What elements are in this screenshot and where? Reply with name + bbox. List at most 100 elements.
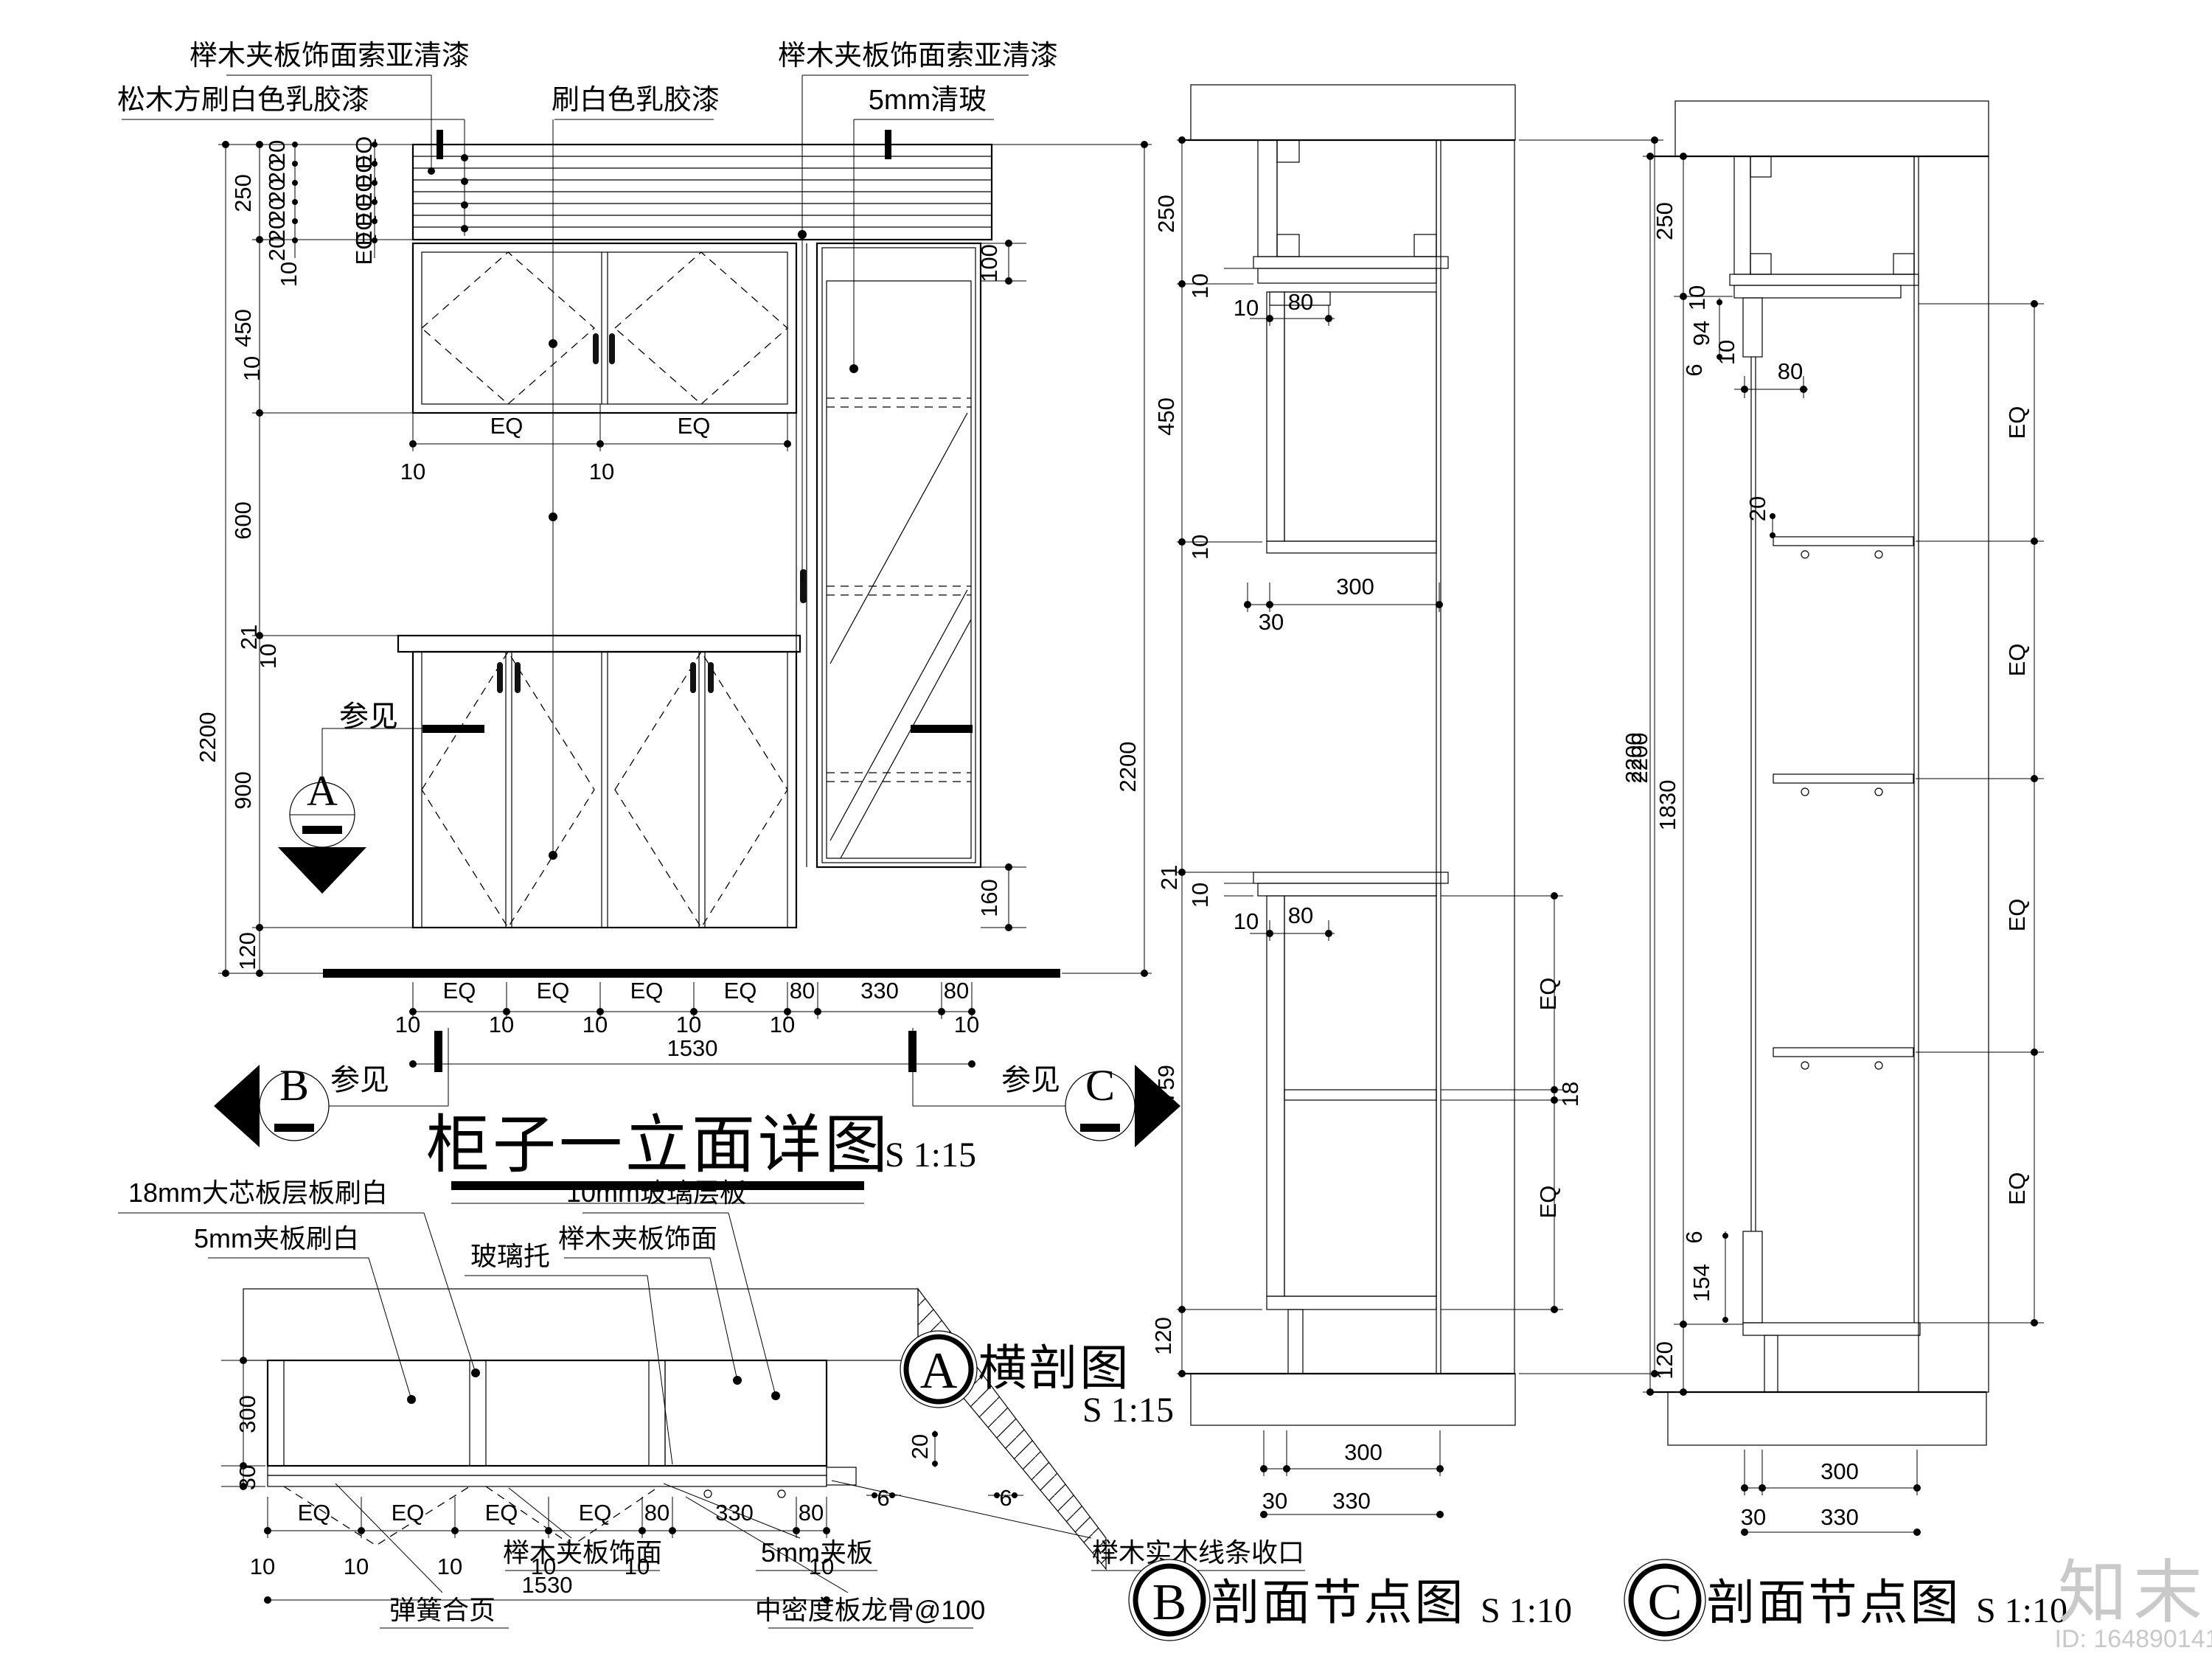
dim-label: 80 (1288, 902, 1313, 928)
dim-label: EQ (298, 1500, 331, 1526)
dim-label: 2200 (1621, 733, 1646, 784)
label-glass-support: 玻璃托 (470, 1241, 550, 1271)
dim-label: EQ (485, 1500, 518, 1526)
glass-door (815, 242, 982, 869)
dim-label: 120 (1150, 1317, 1176, 1355)
section-a-cut-right (911, 725, 973, 733)
dim-label: 30 (234, 1465, 260, 1490)
marker-b-letter: B (279, 1061, 309, 1110)
dim-label: 330 (860, 978, 899, 1004)
dim-label: 10 (276, 262, 302, 287)
label-10mm-glass-shelf: 10mm玻璃层板 (566, 1178, 746, 1208)
label-clear-glass: 5mm清玻 (869, 85, 987, 116)
dim-label: 300 (1820, 1458, 1859, 1484)
upper-cabinet (411, 242, 798, 414)
label-white-paint: 刷白色乳胶漆 (552, 85, 720, 116)
section-c-marker-letter: C (1648, 1574, 1683, 1631)
dim-label: 21 (1156, 865, 1182, 890)
dim-label: 1530 (522, 1572, 573, 1598)
watermark-id: ID: 164890141 (2054, 1625, 2212, 1653)
dim-label: 80 (1288, 289, 1313, 315)
dim-label: 20 (264, 178, 290, 204)
elevation-dim-lines (218, 141, 1152, 1068)
dim-label: 20 (264, 140, 290, 165)
dim-label: EQ (2004, 1172, 2030, 1206)
label-5mm-plywood-white: 5mm夹板刷白 (194, 1223, 359, 1253)
section-c-scale: S 1:10 (1976, 1591, 2067, 1630)
dim-label: 300 (234, 1395, 260, 1433)
dim-label: 10 (1234, 295, 1259, 321)
dim-label: 30 (1262, 1488, 1287, 1514)
dim-label: 10 (489, 1012, 514, 1037)
elevation-title: 柜子一立面详图 (426, 1110, 891, 1180)
dim-label: 450 (1153, 397, 1179, 436)
section-a-scale: S 1:15 (1082, 1391, 1174, 1430)
section-marker-c: C 参见 (912, 1028, 1180, 1147)
dim-label: EQ (1535, 978, 1561, 1011)
label-veneer-left: 榉木夹板饰面索亚清漆 (189, 41, 470, 72)
dim-label: 10 (954, 1012, 979, 1037)
lower-cabinet (397, 634, 801, 929)
section-a-drawing: 18mm大芯板层板刷白 5mm夹板刷白 玻璃托 10mm玻璃层板 榉木夹板饰面 … (118, 1178, 1305, 1629)
section-b-cut (434, 1031, 442, 1072)
dim-label: 100 (976, 244, 1002, 282)
section-c-title-block: C 剖面节点图 S 1:10 (1624, 1559, 2067, 1641)
label-veneer-right: 榉木夹板饰面索亚清漆 (778, 41, 1058, 72)
section-a-marker-letter: A (920, 1343, 958, 1399)
dim-label: 20 (264, 217, 290, 242)
dim-label: EQ (392, 1500, 425, 1526)
dim-label: 20 (264, 198, 290, 223)
b-upper-box (1253, 139, 1449, 284)
dim-label: 30 (1259, 609, 1284, 635)
elevation-title-block: 柜子一立面详图 S 1:15 (426, 1110, 976, 1204)
dim-label: 80 (644, 1500, 669, 1526)
dim-label: 10 (400, 459, 425, 484)
dim-label: 10 (344, 1554, 369, 1579)
dim-label: 10 (250, 1554, 275, 1579)
section-a-cut-left (422, 725, 484, 733)
dim-label: 10 (1234, 908, 1259, 934)
section-c-drawing: C 剖面节点图 S 1:10 (1624, 100, 2067, 1641)
dim-label: 2200 (1115, 742, 1141, 793)
dim-label: 10 (1714, 340, 1739, 365)
elevation-drawing: 榉木夹板饰面索亚清漆 松木方刷白色乳胶漆 刷白色乳胶漆 榉木夹板饰面索亚清漆 5… (117, 41, 1180, 1204)
dim-label: 10 (1684, 285, 1710, 310)
dim-label: EQ (443, 978, 476, 1004)
dim-label: 10 (255, 644, 281, 669)
dim-label: 154 (1688, 1264, 1714, 1302)
elevation-material-labels: 榉木夹板饰面索亚清漆 松木方刷白色乳胶漆 刷白色乳胶漆 榉木夹板饰面索亚清漆 5… (117, 41, 1058, 860)
dim-label: 10 (676, 1012, 701, 1037)
dim-label: EQ (1535, 1186, 1561, 1219)
section-a-boxes (266, 1359, 857, 1546)
label-beech-solid-trim: 榉木实木线条收口 (1092, 1537, 1304, 1568)
dim-label: 20 (264, 236, 290, 261)
dim-label: EQ (2004, 406, 2030, 439)
dim-label: EQ (351, 136, 377, 170)
dim-label: EQ (2004, 899, 2030, 932)
ref-see-a: 参见 (339, 700, 398, 733)
dim-label: EQ (351, 232, 377, 265)
dim-label: 250 (1652, 202, 1677, 240)
dim-label: 10 (625, 1554, 650, 1579)
dim-label: 10 (1187, 535, 1213, 560)
dim-label: EQ (351, 175, 377, 208)
section-b-title: 剖面节点图 (1211, 1575, 1466, 1630)
c-glass-door (1742, 297, 1763, 1324)
dim-label: 120 (1652, 1341, 1677, 1380)
dim-label: EQ (2004, 644, 2030, 677)
dim-label: 10 (770, 1012, 795, 1037)
b-lower-box (1253, 872, 1449, 1374)
dim-label: 250 (230, 174, 256, 212)
dim-label: 18 (1557, 1082, 1583, 1107)
c-top-box (1729, 156, 1919, 299)
section-a-title-block: A 横剖图 S 1:15 (900, 1330, 1174, 1430)
dim-label: 6 (1681, 1231, 1707, 1243)
dim-label: 600 (230, 501, 256, 540)
b-mid-box (1266, 291, 1437, 554)
section-a-title: 横剖图 (978, 1340, 1131, 1395)
dim-label: 2200 (1627, 733, 1652, 784)
section-b-dim-lines (1177, 136, 1663, 1518)
dim-label: EQ (537, 978, 570, 1004)
